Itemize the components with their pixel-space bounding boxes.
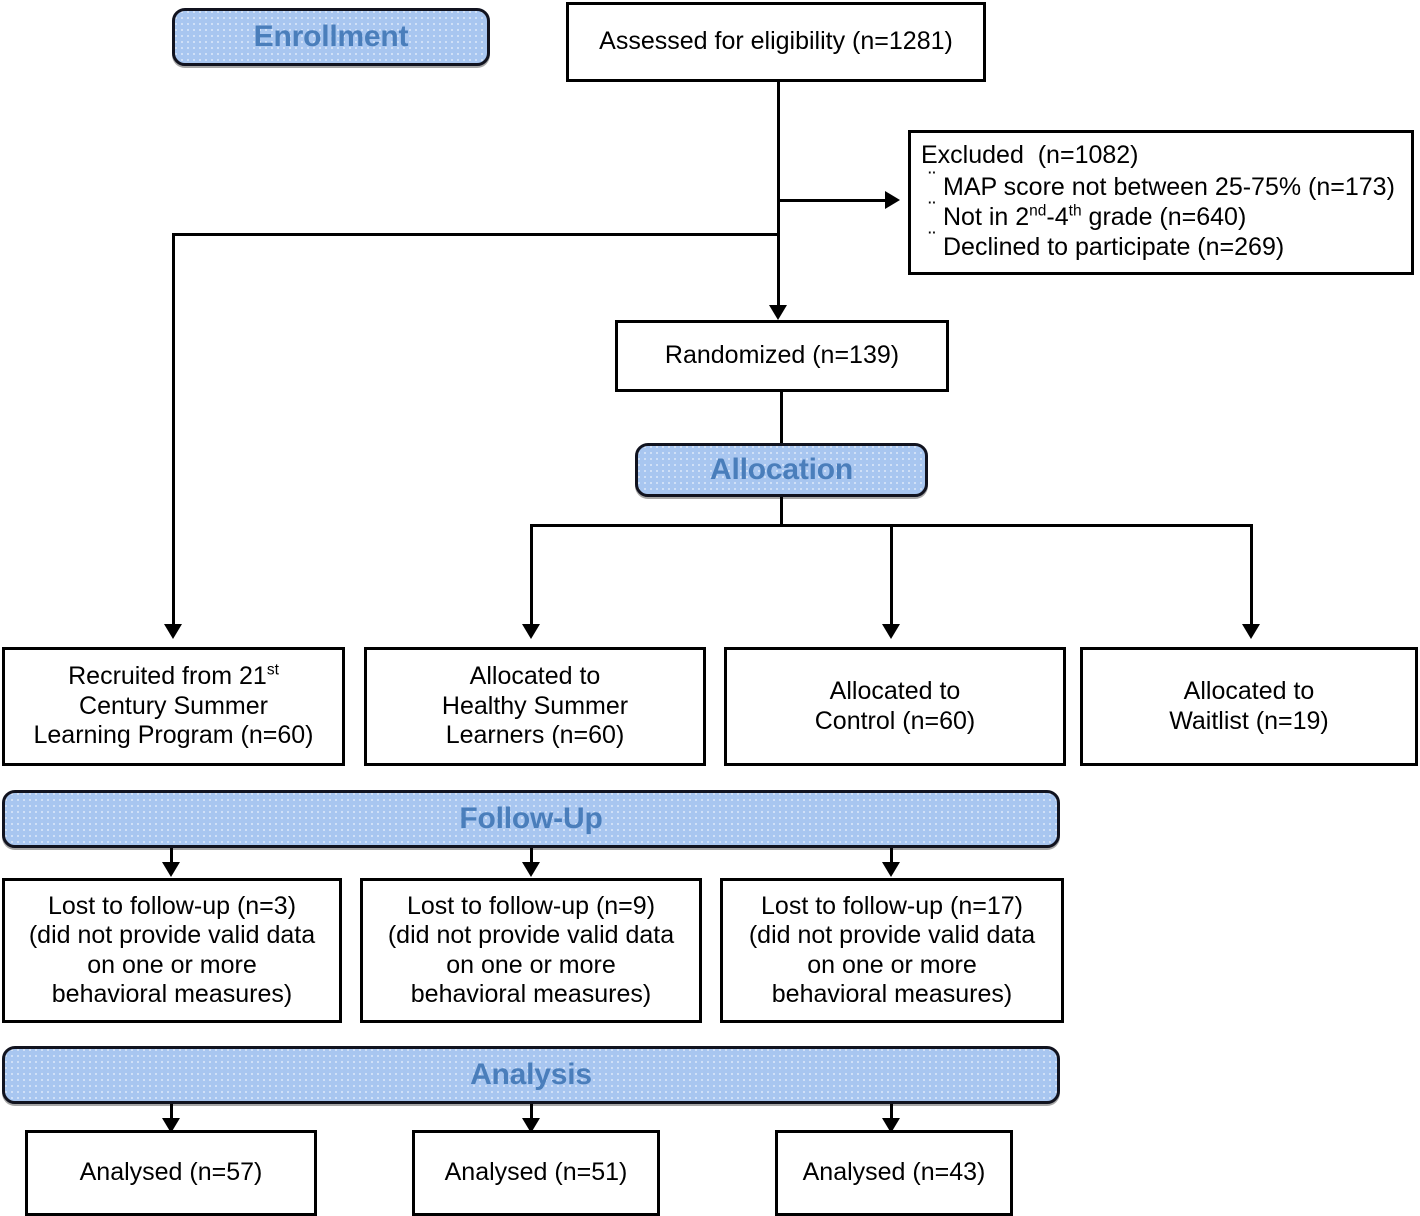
stage-banner-allocation: Allocation xyxy=(635,443,928,497)
box-followup-3: Lost to follow-up (n=17) (did not provid… xyxy=(720,878,1064,1023)
arrowhead-to-excluded xyxy=(885,191,900,209)
box-allocation-3-text: Allocated to Control (n=60) xyxy=(814,677,976,735)
arrowhead-to-followup-box-2 xyxy=(522,862,540,877)
connector-randomized-to-allocation xyxy=(780,392,783,444)
box-assessed-label: Assessed for eligibility (n=1281) xyxy=(599,27,953,56)
box-randomized: Randomized (n=139) xyxy=(615,320,949,392)
excluded-reason-3: Declined to participate (n=269) xyxy=(943,232,1285,261)
box-analysis-3-label: Analysed (n=43) xyxy=(802,1158,986,1187)
stage-banner-analysis: Analysis xyxy=(2,1046,1060,1104)
connector-left-branch-vertical xyxy=(172,233,175,624)
bullet-glyph-icon: ¨ xyxy=(928,196,936,222)
box-analysis-3: Analysed (n=43) xyxy=(775,1130,1013,1216)
box-excluded: Excluded (n=1082) ¨ MAP score not betwee… xyxy=(908,130,1414,275)
stage-banner-analysis-label: Analysis xyxy=(470,1058,592,1091)
connector-analysis-drop-2 xyxy=(530,1104,533,1122)
box-followup-1-text: Lost to follow-up (n=3) (did not provide… xyxy=(28,891,316,1009)
arrowhead-to-allocation-box-4 xyxy=(1242,624,1260,639)
stage-banner-followup-label: Follow-Up xyxy=(459,802,603,835)
connector-analysis-drop-3 xyxy=(890,1104,893,1122)
arrowhead-to-analysis-box-2 xyxy=(522,1118,540,1133)
excluded-reason-row: ¨ Not in 2nd-4th grade (n=640) xyxy=(921,196,1401,232)
excluded-reason-1: MAP score not between 25-75% (n=173) xyxy=(943,172,1395,201)
box-allocation-4-text: Allocated to Waitlist (n=19) xyxy=(1169,677,1329,735)
arrowhead-to-allocation-box-1 xyxy=(164,624,182,639)
arrowhead-to-followup-box-1 xyxy=(162,862,180,877)
box-followup-2-text: Lost to follow-up (n=9) (did not provide… xyxy=(387,891,675,1009)
arrowhead-to-allocation-box-2 xyxy=(522,624,540,639)
box-allocation-4: Allocated to Waitlist (n=19) xyxy=(1080,647,1418,766)
arrowhead-to-followup-box-3 xyxy=(882,862,900,877)
arrowhead-to-analysis-box-3 xyxy=(882,1118,900,1133)
box-randomized-label: Randomized (n=139) xyxy=(664,341,900,370)
excluded-reason-row: ¨ MAP score not between 25-75% (n=173) xyxy=(921,166,1401,202)
connector-assessed-trunk xyxy=(777,82,780,310)
box-analysis-2-label: Analysed (n=51) xyxy=(444,1158,628,1187)
connector-allocation-stem xyxy=(780,497,783,524)
box-followup-1: Lost to follow-up (n=3) (did not provide… xyxy=(2,878,342,1023)
box-analysis-1-label: Analysed (n=57) xyxy=(79,1158,263,1187)
bullet-glyph-icon: ¨ xyxy=(928,226,936,252)
arrowhead-to-randomized xyxy=(769,305,787,320)
connector-allocation-drop-3 xyxy=(890,524,893,624)
box-allocation-1-text: Recruited from 21st Century Summer Learn… xyxy=(33,661,314,750)
arrowhead-to-allocation-box-3 xyxy=(882,624,900,639)
connector-allocation-drop-4 xyxy=(1250,524,1253,624)
box-allocation-2-text: Allocated to Healthy Summer Learners (n=… xyxy=(441,662,629,750)
box-followup-3-text: Lost to follow-up (n=17) (did not provid… xyxy=(748,891,1036,1009)
connector-followup-drop-2 xyxy=(530,848,533,866)
box-allocation-2: Allocated to Healthy Summer Learners (n=… xyxy=(364,647,706,766)
box-allocation-1: Recruited from 21st Century Summer Learn… xyxy=(2,647,345,766)
box-allocation-3: Allocated to Control (n=60) xyxy=(724,647,1066,766)
box-assessed-for-eligibility: Assessed for eligibility (n=1281) xyxy=(566,2,986,82)
arrowhead-to-analysis-box-1 xyxy=(162,1118,180,1133)
box-followup-2: Lost to follow-up (n=9) (did not provide… xyxy=(360,878,702,1023)
connector-allocation-drop-2 xyxy=(530,524,533,624)
box-analysis-1: Analysed (n=57) xyxy=(25,1130,317,1216)
box-analysis-2: Analysed (n=51) xyxy=(412,1130,660,1216)
connector-analysis-drop-1 xyxy=(170,1104,173,1122)
excluded-reason-2: Not in 2nd-4th grade (n=640) xyxy=(943,202,1247,231)
stage-banner-enrollment: Enrollment xyxy=(172,8,490,66)
connector-to-excluded xyxy=(777,199,887,202)
bullet-glyph-icon: ¨ xyxy=(928,166,936,192)
connector-followup-drop-3 xyxy=(890,848,893,866)
connector-left-branch-horizontal xyxy=(172,233,780,236)
connector-followup-drop-1 xyxy=(170,848,173,866)
stage-banner-allocation-label: Allocation xyxy=(709,453,853,486)
stage-banner-followup: Follow-Up xyxy=(2,790,1060,848)
excluded-reason-row: ¨ Declined to participate (n=269) xyxy=(921,226,1401,262)
stage-banner-enrollment-label: Enrollment xyxy=(253,20,409,53)
excluded-title: Excluded (n=1082) xyxy=(921,141,1139,169)
